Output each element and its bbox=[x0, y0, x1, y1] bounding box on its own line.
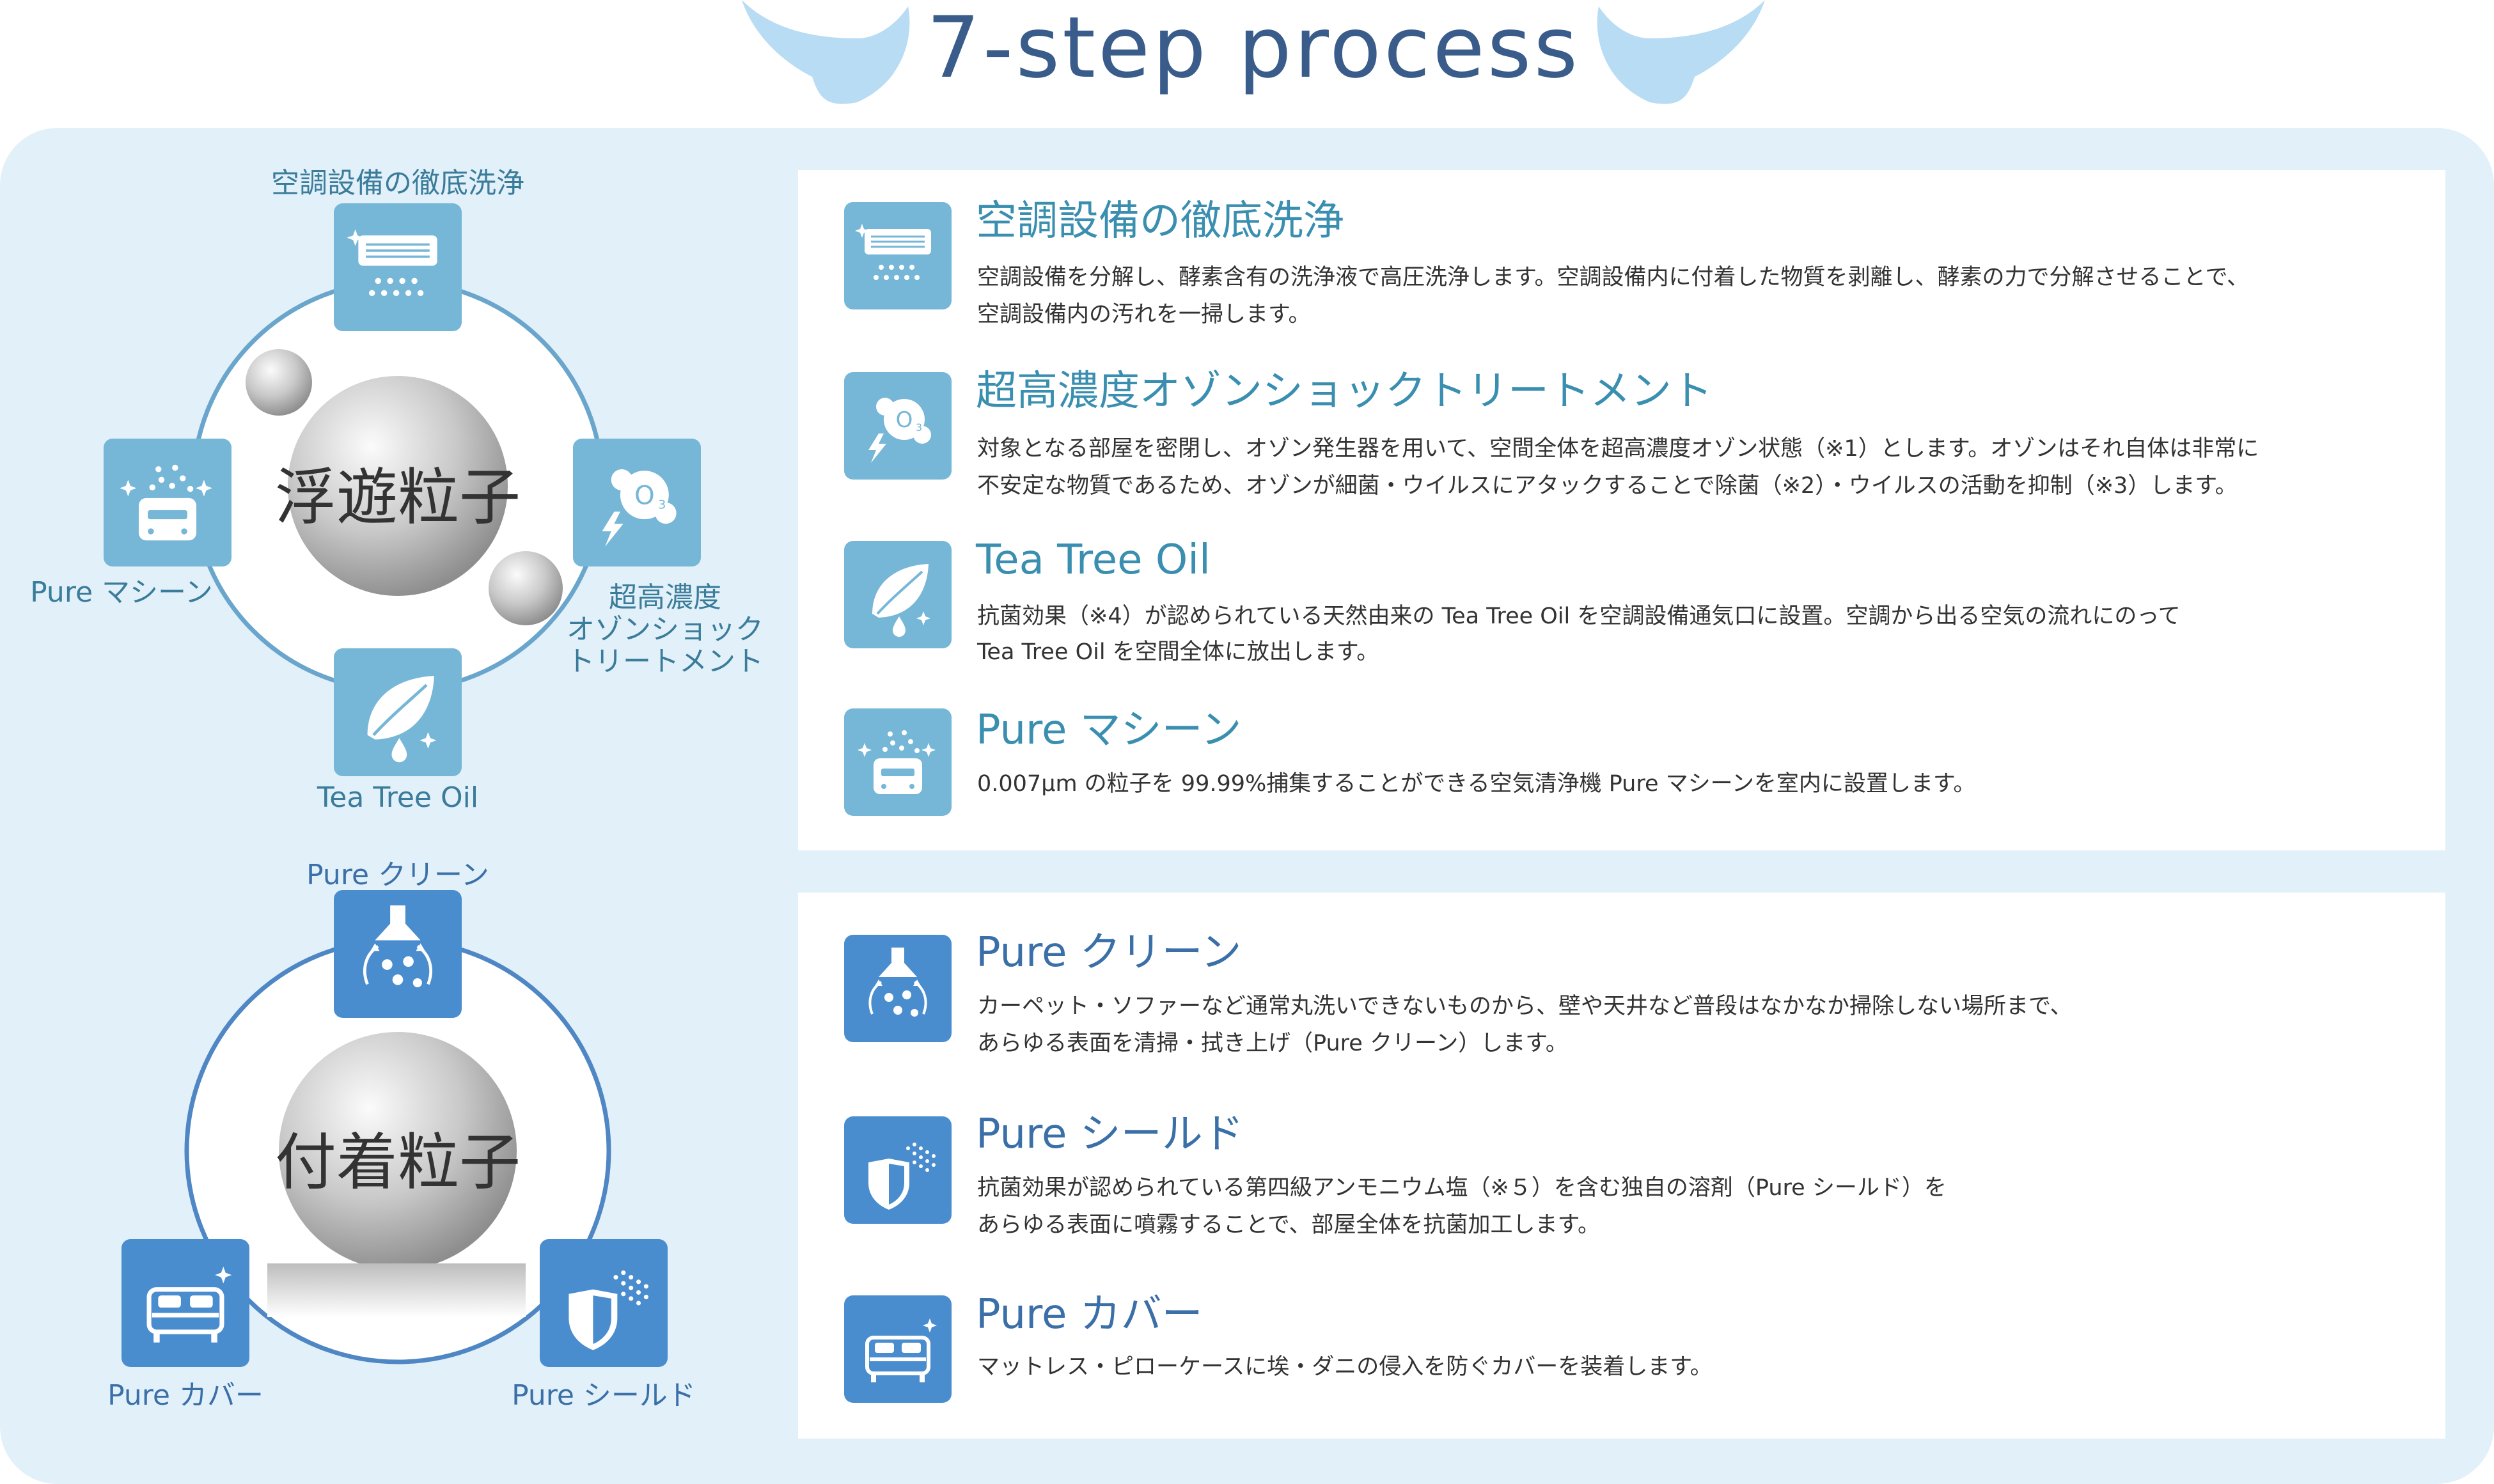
diagram-label-ozone-2: オゾンショック bbox=[567, 613, 764, 646]
adhered-steps-card bbox=[798, 893, 2445, 1439]
step-cover-icon bbox=[844, 1295, 952, 1403]
diagram-purifier-icon bbox=[104, 439, 231, 566]
diagram-label-shield: Pure シールド bbox=[512, 1379, 696, 1412]
step-cover-title: Pure カバー bbox=[976, 1291, 1203, 1338]
diagram-label-purifier: Pure マシーン bbox=[30, 576, 213, 609]
step-tea-tree-desc-2: Tea Tree Oil を空間全体に放出します。 bbox=[977, 639, 1379, 665]
step-shield-desc-1: 抗菌効果が認められている第四級アンモニウム塩（※５）を含む独自の溶剤（Pure … bbox=[977, 1175, 1947, 1201]
left-wing-icon bbox=[742, 0, 910, 104]
step-cover-desc-1: マットレス・ピローケースに埃・ダニの侵入を防ぐカバーを装着します。 bbox=[977, 1354, 1713, 1380]
page-title: 7-step process bbox=[926, 0, 1581, 97]
diagram-bed-icon bbox=[122, 1239, 249, 1367]
step-purifier-icon bbox=[844, 708, 952, 816]
step-shield-desc-2: あらゆる表面に噴霧することで、部屋全体を抗菌加工します。 bbox=[977, 1212, 1601, 1238]
step-aircon-desc-2: 空調設備内の汚れを一掃します。 bbox=[977, 302, 1311, 327]
airborne-particle-diagram bbox=[191, 279, 605, 693]
diagram-aircon-icon bbox=[334, 203, 462, 331]
step-tea-tree-desc-1: 抗菌効果（※4）が認められている天然由来の Tea Tree Oil を空調設備… bbox=[977, 604, 2181, 629]
step-ozone-desc-2: 不安定な物質であるため、オゾンが細菌・ウイルスにアタックすることで除菌（※2）・… bbox=[977, 473, 2238, 499]
step-tea-tree-icon bbox=[844, 541, 952, 648]
diagram-ozone-icon bbox=[573, 439, 701, 566]
step-clean-desc-2: あらゆる表面を清掃・拭き上げ（Pure クリーン）します。 bbox=[977, 1031, 1568, 1056]
adhered-particle-diagram bbox=[184, 937, 611, 1364]
step-clean-desc-1: カーペット・ソファーなど通常丸洗いできないものから、壁や天井など普段はなかなか掃… bbox=[977, 994, 2073, 1019]
step-purifier-desc-1: 0.007μm の粒子を 99.99%捕集することができる空気清浄機 Pure … bbox=[977, 771, 1976, 797]
step-tea-tree-title: Tea Tree Oil bbox=[976, 536, 1211, 584]
step-purifier-title: Pure マシーン bbox=[976, 707, 1242, 754]
step-ozone-title: 超高濃度オゾンショックトリートメント bbox=[976, 368, 1713, 415]
diagram-shield-icon bbox=[540, 1239, 668, 1367]
diagram-label-clean: Pure クリーン bbox=[306, 859, 489, 891]
diagram-leaf-icon bbox=[334, 648, 462, 776]
diagram-label-aircon: 空調設備の徹底洗浄 bbox=[271, 167, 524, 199]
step-ozone-icon bbox=[844, 372, 952, 480]
airborne-steps-card bbox=[798, 170, 2445, 850]
step-clean-title: Pure クリーン bbox=[976, 929, 1242, 976]
step-clean-icon bbox=[844, 935, 952, 1042]
step-aircon-icon bbox=[844, 202, 952, 309]
diagram-label-ozone-1: 超高濃度 bbox=[609, 581, 721, 614]
diagram-label-ozone-3: トリートメント bbox=[567, 645, 764, 678]
diagram-label-cover: Pure カバー bbox=[107, 1379, 263, 1412]
step-ozone-desc-1: 対象となる部屋を密閉し、オゾン発生器を用いて、空間全体を超高濃度オゾン状態（※1… bbox=[977, 436, 2259, 462]
diagram-label-tea-tree: Tea Tree Oil bbox=[317, 781, 479, 814]
right-wing-icon bbox=[1597, 0, 1765, 104]
airborne-particle-label: 浮遊粒子 bbox=[275, 462, 521, 533]
step-aircon-desc-1: 空調設備を分解し、酵素含有の洗浄液で高圧洗浄します。空調設備内に付着した物質を剥… bbox=[977, 265, 2250, 290]
step-shield-icon bbox=[844, 1116, 952, 1224]
step-shield-title: Pure シールド bbox=[976, 1111, 1244, 1158]
adhered-particle-label: 付着粒子 bbox=[275, 1127, 521, 1198]
diagram-vacuum-icon bbox=[334, 890, 462, 1018]
step-aircon-title: 空調設備の徹底洗浄 bbox=[976, 198, 1344, 245]
